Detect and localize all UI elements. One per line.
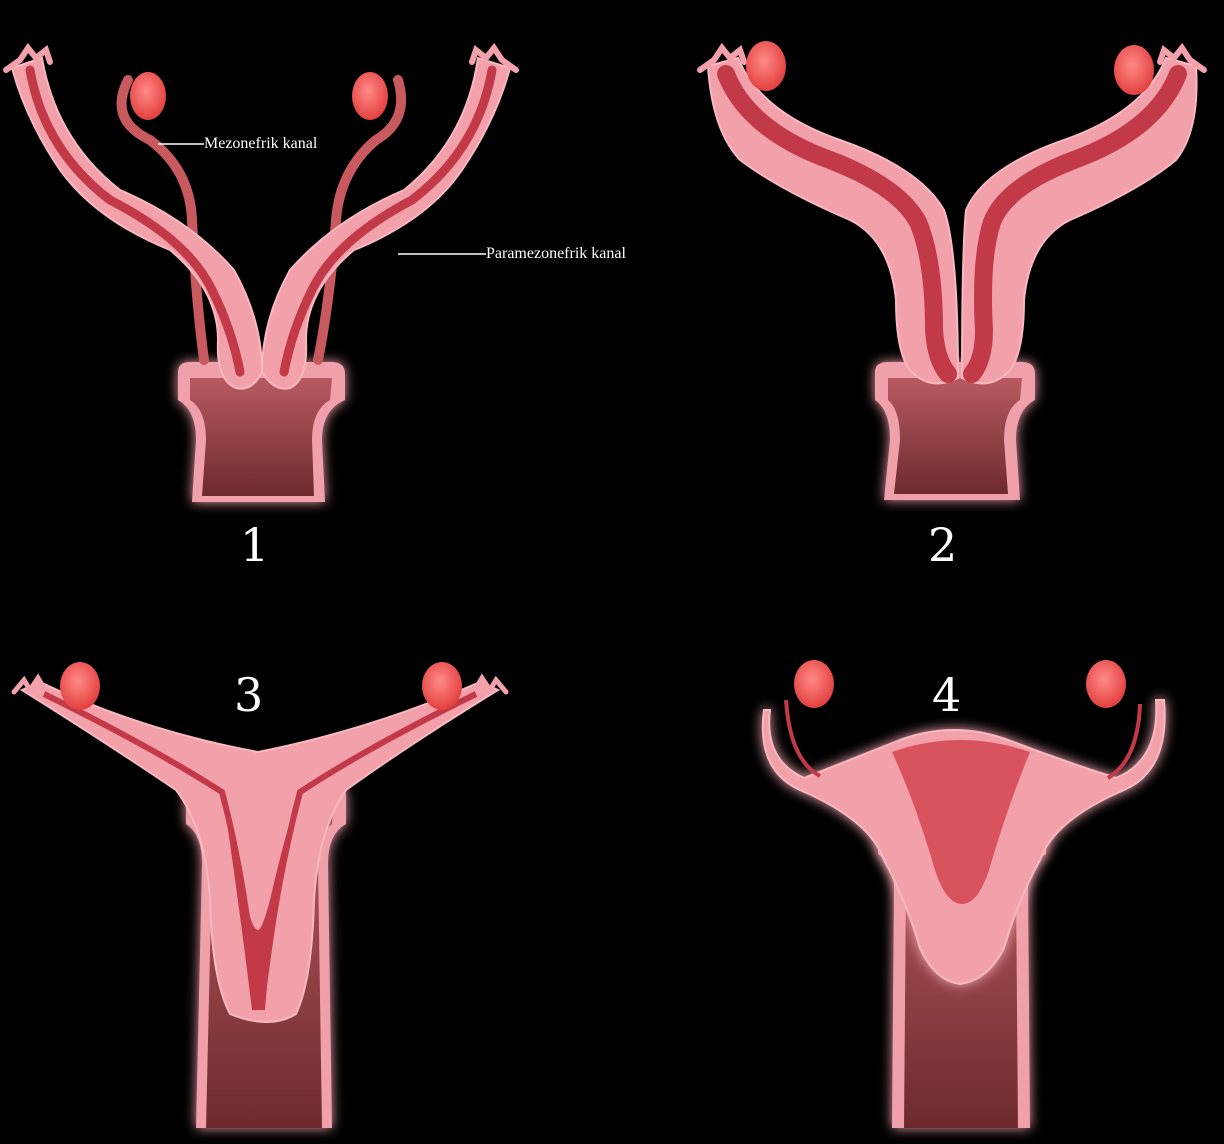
stage-3-ovary-right [422,662,462,710]
mesonephric-duct-label: Mezonefrik kanal [204,136,317,152]
stage-1-number: 1 [240,522,269,568]
stage-4-number: 4 [932,672,961,718]
stage-3-ovary-left [60,662,100,710]
stage-1-ovary-left [130,72,166,120]
stage-3-illustration [14,662,506,1128]
stage-2-number: 2 [928,522,957,568]
stage-4-illustration [763,660,1165,1128]
paramesonephric-duct-label: Paramezonefrik kanal [486,246,626,262]
stage-2-illustration [700,41,1204,500]
stage-4-ovary-left [794,660,834,708]
stage-2-ovary-right [1114,45,1154,95]
stage-1-paramesonephric-duct-right [262,58,510,389]
stage-1-illustration [6,48,516,502]
stage-3-number: 3 [234,672,263,718]
stage-2-ovary-left [746,41,786,91]
stage-1-ovary-right [352,72,388,120]
stage-4-ovary-right [1086,660,1126,708]
